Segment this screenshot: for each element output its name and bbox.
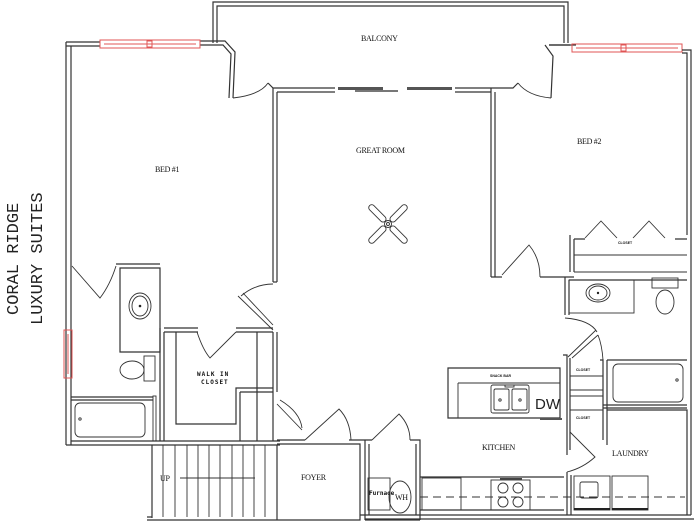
bed1-label: BED #1 [155, 165, 180, 174]
great-room-label: GREAT ROOM [356, 146, 405, 155]
utility-closet: Furnace WH [365, 477, 420, 521]
water-heater-label: WH [395, 493, 408, 502]
bed2-closet-label: CLOSET [618, 241, 633, 245]
kitchen: SNACK BAR DW KITCHEN [420, 367, 564, 511]
laundry-label: LAUNDRY [612, 449, 649, 458]
dishwasher-label: DW [535, 396, 561, 413]
balcony-label: BALCONY [361, 34, 398, 43]
stairs-up-label: UP [160, 474, 170, 483]
stove-icon [490, 479, 531, 511]
bathtub-icon-2 [612, 363, 684, 403]
hall-closet-lower-label: CLOSET [576, 416, 591, 420]
laundry: LAUNDRY [566, 409, 688, 515]
sink-icon [128, 292, 152, 320]
furnace-icon [367, 477, 391, 511]
exterior-wall-bottom [360, 514, 694, 520]
snack-bar-label: SNACK BAR [490, 374, 511, 378]
water-heater-icon [388, 480, 412, 514]
hall-closet-upper-label: CLOSET [576, 368, 591, 372]
hall-closets: CLOSET CLOSET [563, 329, 608, 473]
bed1-window [99, 39, 201, 49]
balcony: BALCONY [200, 1, 576, 99]
furnace-label: Furnace [369, 490, 395, 497]
bed2-room: BED #2 CLOSET [491, 43, 692, 515]
great-room: GREAT ROOM [277, 88, 496, 277]
foyer-label: FOYER [301, 473, 327, 482]
bath1-window [63, 329, 73, 379]
sink-icon-2 [585, 283, 611, 303]
toilet-icon-2 [651, 277, 679, 315]
stairs: UP [147, 445, 278, 521]
walk-in-closet-label-1: WALK IN [197, 371, 229, 378]
toilet-icon [119, 355, 156, 382]
kitchen-sink-icon [490, 384, 530, 414]
ceiling-fan-icon [368, 204, 408, 244]
hall-doors [276, 399, 421, 520]
foyer: FOYER [277, 443, 361, 521]
washer-icon [573, 475, 611, 511]
dryer-icon [611, 475, 649, 511]
bathtub-icon [74, 402, 146, 438]
kitchen-label: KITCHEN [482, 443, 516, 452]
walk-in-closet-label-2: CLOSET [201, 379, 229, 386]
refrigerator-icon [421, 477, 462, 511]
walk-in-closet: WALK IN CLOSET [164, 281, 278, 441]
bed1-room: BED #1 [65, 39, 278, 445]
bed2-window [571, 43, 683, 53]
bed2-label: BED #2 [577, 137, 602, 146]
bed1-bathroom [63, 263, 280, 446]
